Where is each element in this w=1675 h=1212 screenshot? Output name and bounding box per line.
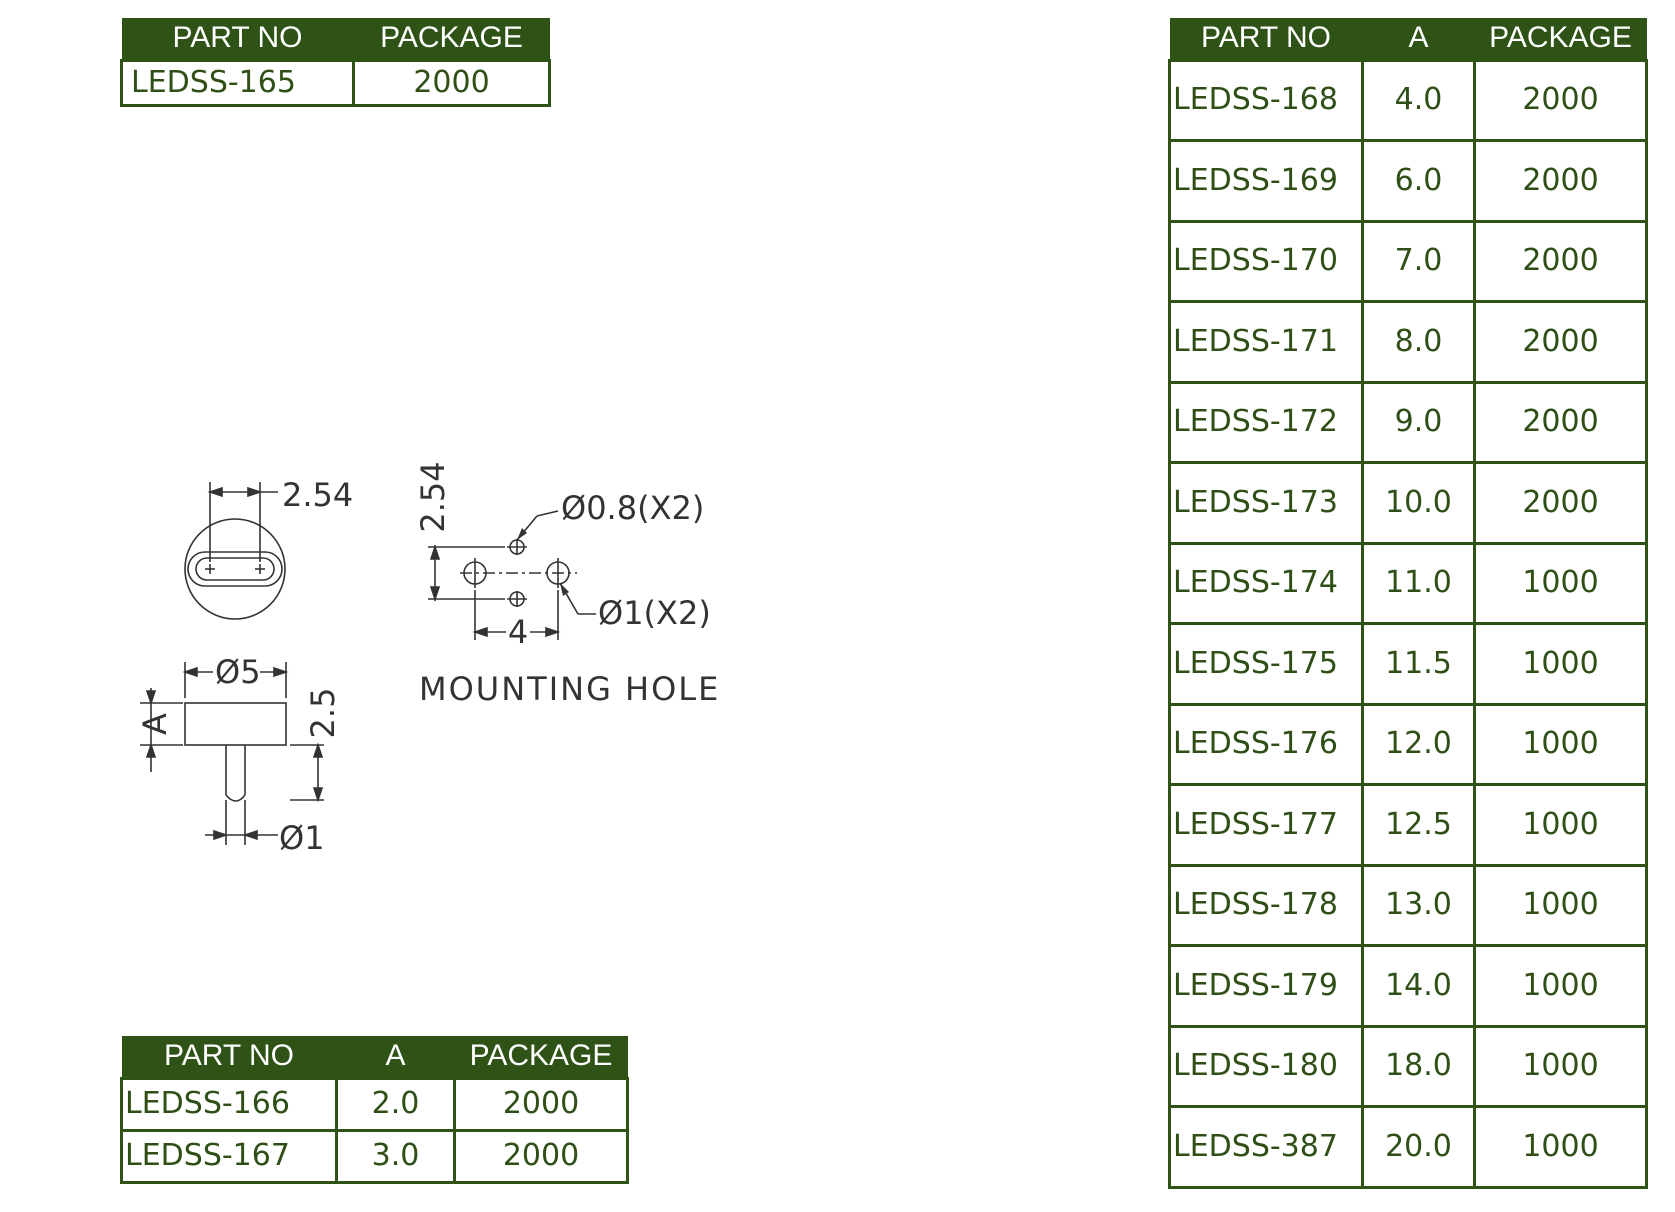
top-view-pitch-label: 2.54 — [282, 476, 353, 514]
header-part-no: PART NO — [1169, 18, 1363, 60]
header-package: PACKAGE — [454, 1036, 628, 1078]
table-row: LEDSS-165 2000 — [120, 58, 551, 107]
part-number-cell: LEDSS-180 — [1168, 1024, 1364, 1108]
side-view-body — [184, 702, 287, 746]
package-cell: 2000 — [1473, 58, 1648, 142]
part-number-cell: LEDSS-176 — [1168, 702, 1364, 786]
a-value-cell: 11.5 — [1361, 622, 1476, 706]
package-cell: 2000 — [1473, 380, 1648, 464]
package-cell: 2000 — [352, 58, 551, 107]
part-number-cell: LEDSS-168 — [1168, 58, 1364, 142]
a-value-cell: 13.0 — [1361, 863, 1476, 947]
table-header-row: PART NO PACKAGE — [121, 18, 550, 60]
package-cell: 1000 — [1473, 944, 1648, 1028]
side-view-pin-break — [225, 794, 246, 802]
part-number-cell: LEDSS-175 — [1168, 622, 1364, 706]
package-cell: 1000 — [1473, 1105, 1648, 1189]
part-number-cell: LEDSS-173 — [1168, 461, 1364, 545]
table-header-row: PART NO A PACKAGE — [1169, 18, 1647, 60]
hole-pitch-vertical-label: 2.54 — [414, 461, 452, 532]
part-number-cell: LEDSS-172 — [1168, 380, 1364, 464]
table-row: LEDSS-167 3.0 2000 — [120, 1128, 629, 1184]
package-cell: 2000 — [1473, 139, 1648, 223]
part-number-cell: LEDSS-166 — [120, 1076, 338, 1132]
package-cell: 2000 — [1473, 461, 1648, 545]
package-cell: 2000 — [1473, 219, 1648, 303]
header-a: A — [336, 1036, 455, 1078]
spec-table-a-short: PART NO A PACKAGE LEDSS-166 2.0 2000 LED… — [120, 1036, 629, 1184]
a-value-cell: 8.0 — [1361, 300, 1476, 384]
top-view-body-outline — [184, 518, 286, 620]
part-number-cell: LEDSS-165 — [120, 58, 355, 107]
height-a-label: A — [136, 713, 174, 735]
package-cell: 1000 — [1473, 702, 1648, 786]
leader-arrow-large-hole — [560, 583, 569, 596]
body-diameter-label: Ø5 — [215, 653, 261, 691]
a-value-cell: 12.5 — [1361, 783, 1476, 867]
a-value-cell: 20.0 — [1361, 1105, 1476, 1189]
a-value-cell: 12.0 — [1361, 702, 1476, 786]
a-value-cell: 14.0 — [1361, 944, 1476, 1028]
part-number-cell: LEDSS-167 — [120, 1128, 338, 1184]
a-value-cell: 18.0 — [1361, 1024, 1476, 1108]
a-value-cell: 3.0 — [335, 1128, 456, 1184]
pin-diameter-label: Ø1 — [279, 819, 325, 857]
header-part-no: PART NO — [121, 1036, 337, 1078]
a-value-cell: 6.0 — [1361, 139, 1476, 223]
part-number-cell: LEDSS-177 — [1168, 783, 1364, 867]
a-value-cell: 11.0 — [1361, 541, 1476, 625]
package-cell: 2000 — [1473, 300, 1648, 384]
part-number-cell: LEDSS-179 — [1168, 944, 1364, 1028]
part-number-cell: LEDSS-169 — [1168, 139, 1364, 223]
a-value-cell: 7.0 — [1361, 219, 1476, 303]
table-row: LEDSS-166 2.0 2000 — [120, 1076, 629, 1132]
small-hole-label: Ø0.8(X2) — [561, 489, 704, 527]
spec-table-single: PART NO PACKAGE LEDSS-165 2000 — [120, 18, 551, 107]
large-hole-label: Ø1(X2) — [598, 594, 711, 632]
a-value-cell: 2.0 — [335, 1076, 456, 1132]
a-value-cell: 9.0 — [1361, 380, 1476, 464]
header-package: PACKAGE — [1474, 18, 1647, 60]
package-cell: 2000 — [453, 1076, 629, 1132]
package-cell: 1000 — [1473, 1024, 1648, 1108]
table-header-row: PART NO A PACKAGE — [121, 1036, 628, 1078]
part-number-cell: LEDSS-170 — [1168, 219, 1364, 303]
package-cell: 2000 — [453, 1128, 629, 1184]
part-number-cell: LEDSS-174 — [1168, 541, 1364, 625]
package-cell: 1000 — [1473, 863, 1648, 947]
a-value-cell: 10.0 — [1361, 461, 1476, 545]
header-package: PACKAGE — [353, 18, 550, 60]
top-view-slot-inner — [195, 557, 275, 581]
a-value-cell: 4.0 — [1361, 58, 1476, 142]
part-number-cell: LEDSS-387 — [1168, 1105, 1364, 1189]
top-view-slot — [187, 551, 283, 587]
part-number-cell: LEDSS-171 — [1168, 300, 1364, 384]
header-a: A — [1362, 18, 1475, 60]
leader-arrow-small-hole — [517, 528, 527, 540]
package-cell: 1000 — [1473, 622, 1648, 706]
mounting-hole-title: MOUNTING HOLE — [419, 670, 720, 708]
header-part-no: PART NO — [121, 18, 354, 60]
hole-pitch-horizontal-label: 4 — [508, 613, 528, 651]
package-cell: 1000 — [1473, 783, 1648, 867]
body-height-label: 2.5 — [304, 688, 342, 739]
part-number-cell: LEDSS-178 — [1168, 863, 1364, 947]
package-cell: 1000 — [1473, 541, 1648, 625]
